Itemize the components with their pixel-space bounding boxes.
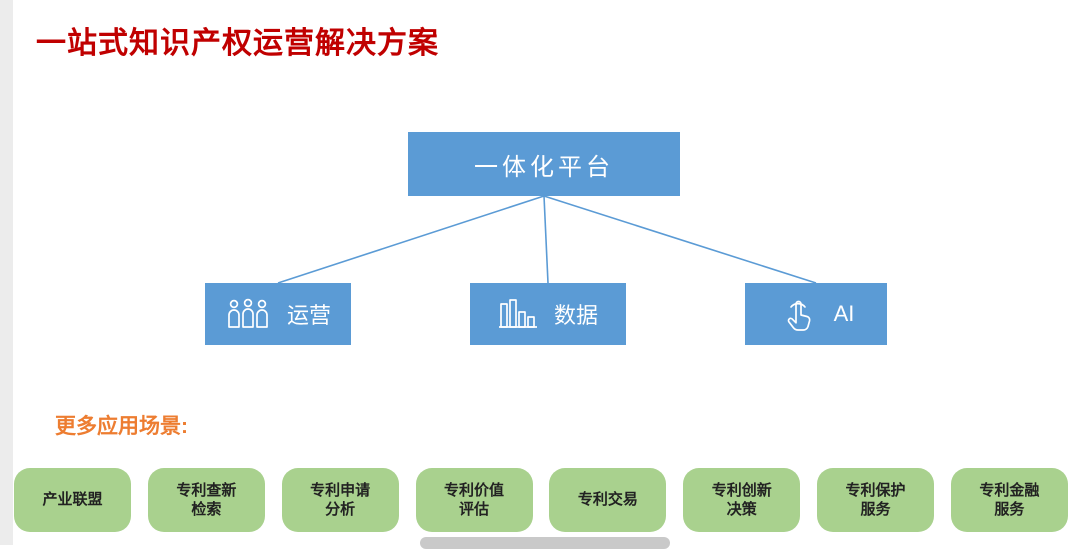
- node-ai-label: AI: [833, 301, 855, 326]
- bar-chart-icon: [498, 296, 538, 332]
- scenario-pill: 专利申请 分析: [281, 468, 399, 532]
- page-title: 一站式知识产权运营解决方案: [36, 27, 439, 60]
- people-group-icon: [225, 296, 271, 332]
- node-data-label: 数据: [553, 303, 598, 328]
- node-operations-label: 运营: [286, 303, 331, 328]
- bottom-scrollbar: [420, 537, 670, 549]
- node-data: 数据: [470, 283, 626, 345]
- scenario-pill-row: 产业联盟 专利查新 检索 专利申请 分析 专利价值 评估 专利交易 专利创新 决…: [14, 468, 1068, 532]
- scenario-pill: 专利创新 决策: [683, 468, 801, 532]
- scenario-pill: 专利保护 服务: [817, 468, 935, 532]
- scenarios-heading: 更多应用场景:: [55, 415, 188, 438]
- scenario-pill: 专利价值 评估: [415, 468, 533, 532]
- node-operations: 运营: [205, 283, 351, 345]
- scenario-pill: 专利交易: [549, 468, 667, 532]
- node-ai: AI: [745, 283, 887, 345]
- scenario-pill: 专利查新 检索: [147, 468, 265, 532]
- scenario-pill: 专利金融 服务: [950, 468, 1068, 532]
- platform-root-label: 一体化平台: [474, 153, 614, 181]
- left-margin-strip: [0, 0, 13, 545]
- touch-tap-icon: [778, 294, 818, 334]
- scenario-pill: 产业联盟: [14, 468, 131, 532]
- platform-root-box: 一体化平台: [408, 132, 680, 196]
